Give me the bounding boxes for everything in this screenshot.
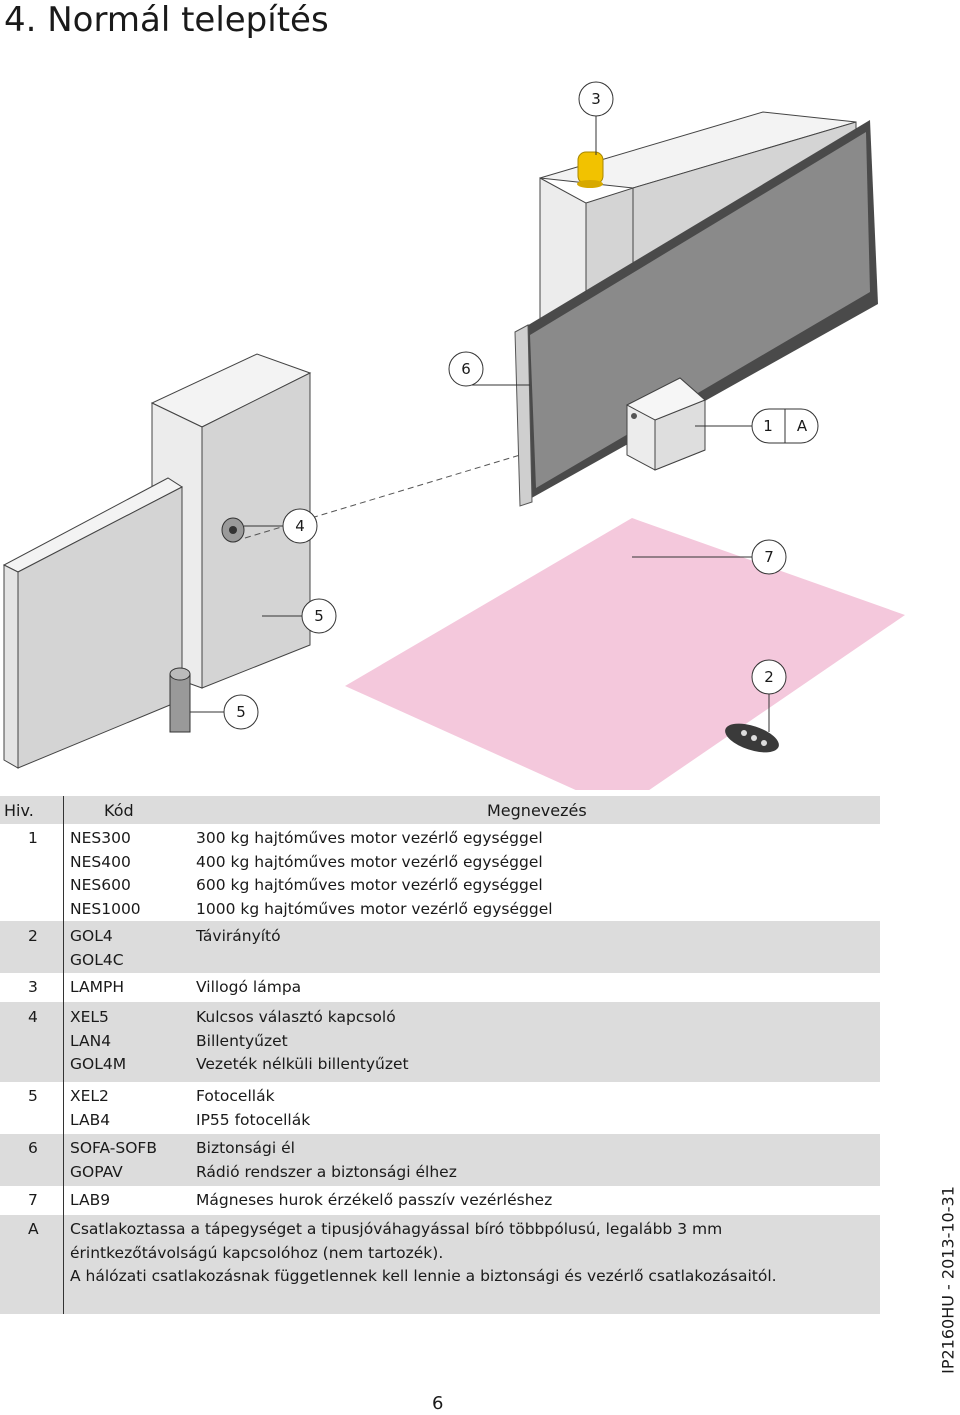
column-divider bbox=[63, 796, 64, 1314]
callout-7: 7 bbox=[632, 539, 787, 575]
row-codes: XEL2 LAB4 bbox=[70, 1087, 111, 1129]
table-row: 4 XEL5 LAN4 GOL4M Kulcsos választó kapcs… bbox=[0, 1002, 880, 1082]
table-row: 6 SOFA-SOFB GOPAV Biztonsági él Rádió re… bbox=[0, 1134, 880, 1186]
row-desc: Biztonsági él Rádió rendszer a biztonság… bbox=[196, 1139, 457, 1181]
svg-text:A: A bbox=[797, 417, 808, 435]
row-desc: Kulcsos választó kapcsoló Billentyűzet V… bbox=[196, 1008, 409, 1073]
callout-5-upper: 5 bbox=[262, 598, 337, 634]
table-row: 7 LAB9 Mágneses hurok érzékelő passzív v… bbox=[0, 1186, 880, 1215]
row-codes: LAB9 bbox=[70, 1191, 111, 1209]
row-desc: Villogó lámpa bbox=[196, 978, 302, 996]
row-desc: Fotocellák IP55 fotocellák bbox=[196, 1087, 311, 1129]
header-code: Kód bbox=[104, 801, 134, 820]
row-ref: 2 bbox=[28, 927, 38, 945]
parts-table: Hiv. Kód Megnevezés 1 NES300 NES400 NES6… bbox=[0, 796, 880, 1314]
row-ref: 1 bbox=[28, 829, 38, 847]
row-ref: 3 bbox=[28, 978, 38, 996]
callout-2: 2 bbox=[751, 659, 787, 732]
row-codes: NES300 NES400 NES600 NES1000 bbox=[70, 829, 141, 918]
callout-5-lower: 5 bbox=[190, 694, 259, 730]
table-row: 5 XEL2 LAB4 Fotocellák IP55 fotocellák bbox=[0, 1082, 880, 1134]
svg-text:6: 6 bbox=[461, 360, 471, 378]
svg-text:4: 4 bbox=[295, 517, 305, 535]
page-number: 6 bbox=[432, 1393, 444, 1414]
page-title: 4. Normál telepítés bbox=[4, 0, 329, 40]
installation-illustration: 3 6 1 A 4 7 5 2 5 bbox=[2, 81, 905, 790]
row-ref: 4 bbox=[28, 1008, 38, 1026]
row-desc: 300 kg hajtóműves motor vezérlő egységge… bbox=[196, 829, 553, 918]
svg-text:3: 3 bbox=[591, 90, 601, 108]
row-note-text: Csatlakoztassa a tápegységet a tipusjóvá… bbox=[70, 1220, 777, 1285]
callout-3: 3 bbox=[578, 81, 614, 155]
svg-text:5: 5 bbox=[236, 703, 246, 721]
callout-6: 6 bbox=[448, 351, 530, 387]
row-desc: Távirányító bbox=[196, 927, 281, 945]
table-row: 1 NES300 NES400 NES600 NES1000 300 kg ha… bbox=[0, 824, 880, 921]
document-code: IP2160HU - 2013-10-31 bbox=[938, 1180, 958, 1380]
callout-4: 4 bbox=[244, 508, 318, 544]
flashing-lamp bbox=[577, 151, 604, 188]
callout-1-a: 1 A bbox=[695, 408, 819, 444]
table-header-row: Hiv. Kód Megnevezés bbox=[0, 796, 880, 824]
gate-motor bbox=[625, 377, 706, 471]
remote-control bbox=[725, 723, 779, 753]
svg-text:5: 5 bbox=[314, 607, 324, 625]
detection-loop-area bbox=[345, 518, 905, 790]
header-ref: Hiv. bbox=[4, 801, 34, 820]
table-row: A Csatlakoztassa a tápegységet a tipusjó… bbox=[0, 1215, 880, 1314]
svg-text:2: 2 bbox=[764, 668, 774, 686]
row-codes: LAMPH bbox=[70, 978, 124, 996]
row-codes: GOL4 GOL4C bbox=[70, 927, 124, 969]
row-ref: 5 bbox=[28, 1087, 38, 1105]
row-ref: 7 bbox=[28, 1191, 38, 1209]
left-wall bbox=[2, 477, 183, 769]
row-codes: SOFA-SOFB GOPAV bbox=[70, 1139, 157, 1181]
photocell-post bbox=[169, 667, 191, 733]
row-codes: XEL5 LAN4 GOL4M bbox=[70, 1008, 127, 1073]
sliding-gate bbox=[514, 120, 878, 507]
row-ref: 6 bbox=[28, 1139, 38, 1157]
row-desc: Mágneses hurok érzékelő passzív vezérlés… bbox=[196, 1191, 553, 1209]
header-desc: Megnevezés bbox=[487, 801, 587, 820]
document-code-text: IP2160HU - 2013-10-31 bbox=[938, 1186, 958, 1374]
photocell-beam bbox=[244, 454, 521, 539]
svg-text:7: 7 bbox=[764, 548, 774, 566]
table-row: 2 GOL4 GOL4C Távirányító bbox=[0, 921, 880, 973]
table-row: 3 LAMPH Villogó lámpa bbox=[0, 973, 880, 1002]
row-ref: A bbox=[28, 1220, 39, 1238]
key-switch bbox=[221, 517, 245, 543]
svg-text:1: 1 bbox=[763, 417, 773, 435]
